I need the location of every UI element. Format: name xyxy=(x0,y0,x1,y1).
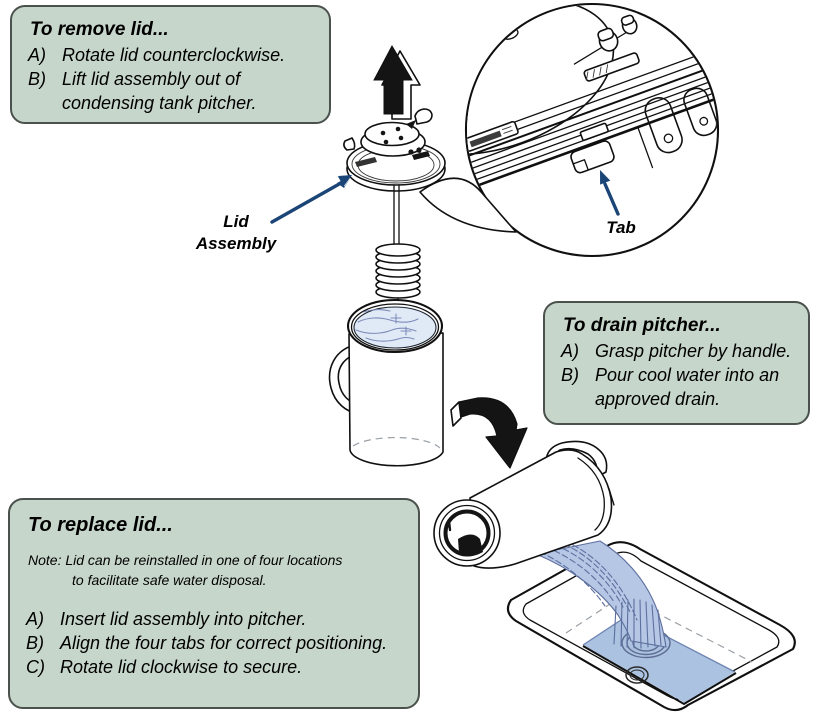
callout-step: B) Align the four tabs for correct posit… xyxy=(26,633,388,654)
tab-label: Tab xyxy=(606,218,636,237)
callout-tail xyxy=(419,177,517,233)
tab-drawing xyxy=(570,140,615,174)
callout-replace-lid: To replace lid... Note: Lid can be reins… xyxy=(8,498,420,709)
callout-step: B) Pour cool water into an approved drai… xyxy=(561,364,780,409)
detail-circle xyxy=(464,2,720,258)
callout-step: B) Lift lid assembly out of condensing t… xyxy=(28,68,257,113)
callout-step: C) Rotate lid clockwise to secure. xyxy=(26,657,303,678)
callout-remove-lid: To remove lid... A) Rotate lid countercl… xyxy=(10,5,331,124)
lid-assembly-drawing xyxy=(343,108,446,192)
callout-title: To replace lid... xyxy=(28,514,173,536)
callout-title: To drain pitcher... xyxy=(563,315,721,336)
callout-step: A) Grasp pitcher by handle. xyxy=(561,341,792,361)
lift-arrow-icon xyxy=(373,44,421,120)
callout-title: To remove lid... xyxy=(30,19,169,40)
callout-step: A) Rotate lid counterclockwise. xyxy=(28,45,286,65)
lid-assembly-label: Lid Assembly xyxy=(195,212,277,254)
overflow-hole xyxy=(625,666,649,684)
callout-note: Note: Lid can be reinstalled in one of f… xyxy=(28,552,343,588)
tab-pointer-arrow xyxy=(600,170,620,216)
nameplate xyxy=(467,120,519,152)
latch-knobs xyxy=(573,14,638,65)
pouring-pitcher-drawing xyxy=(433,440,615,569)
callout-step: A) Insert lid assembly into pitcher. xyxy=(26,609,307,630)
rotate-pitcher-arrow-icon xyxy=(450,397,528,469)
pitcher-drawing xyxy=(328,298,444,467)
condenser-coil-drawing xyxy=(375,184,421,314)
detail-lid-closeup xyxy=(467,5,717,202)
lid-assembly-pointer-arrow xyxy=(270,175,352,224)
callout-drain-pitcher: To drain pitcher... A) Grasp pitcher by … xyxy=(543,301,810,425)
